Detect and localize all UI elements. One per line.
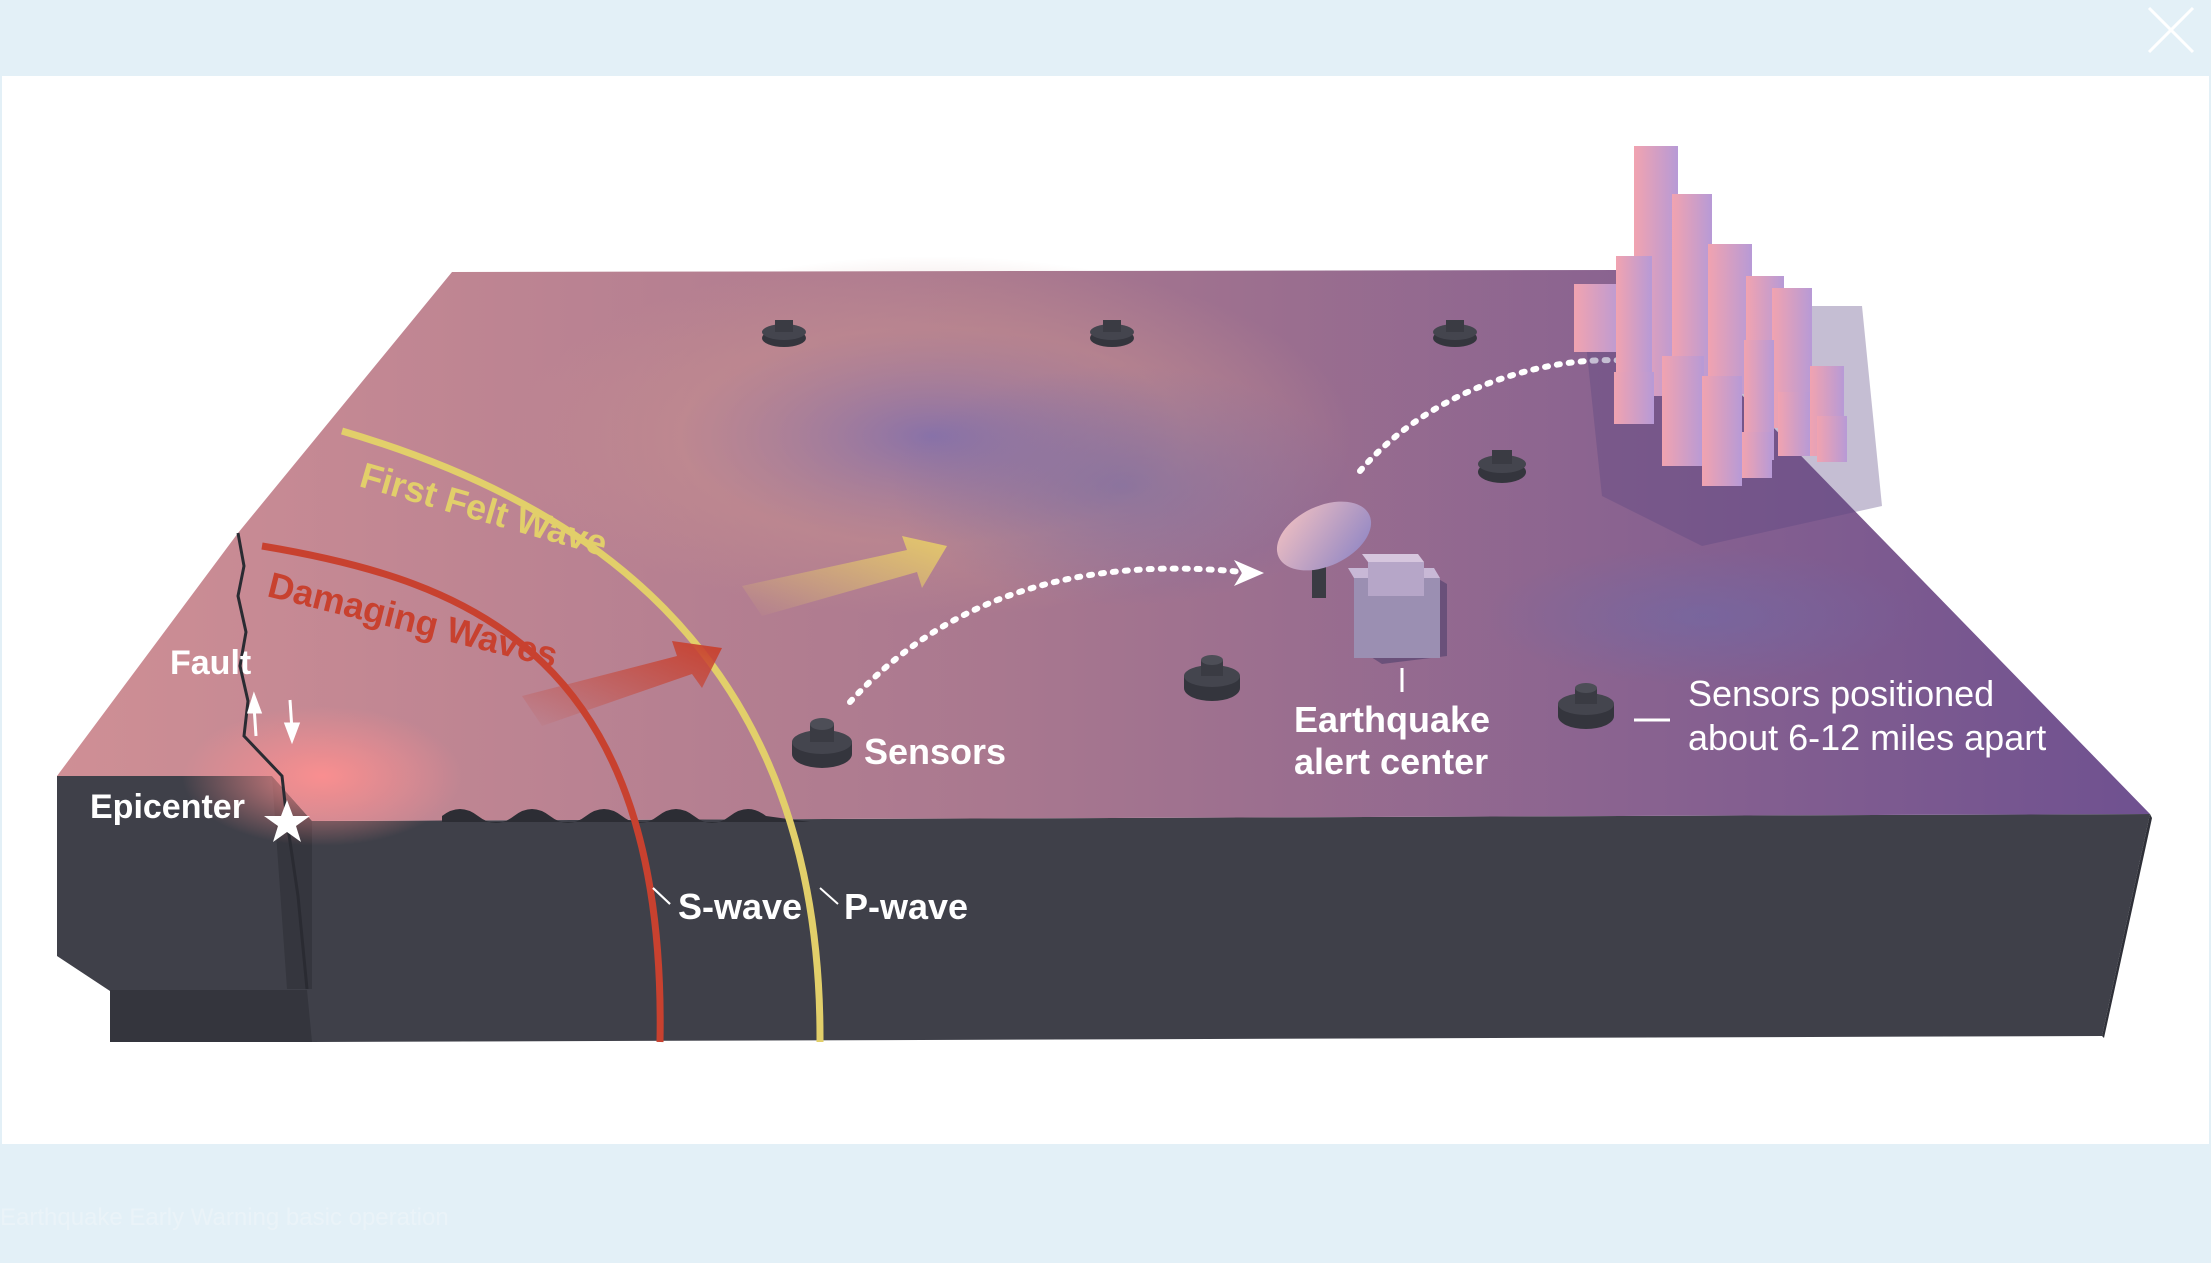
p-wave-label: P-wave (844, 886, 968, 927)
s-wave-label: S-wave (678, 886, 802, 927)
diagram-image: Fault Epicenter First Felt Wave Damaging… (2, 76, 2209, 1144)
sensor-icon (1433, 320, 1477, 347)
earthquake-warning-diagram: Fault Epicenter First Felt Wave Damaging… (57, 146, 2152, 1043)
building-icon (1348, 554, 1447, 664)
star-icon (264, 800, 310, 842)
image-caption: Earthquake Early Warning basic operation (0, 1204, 449, 1231)
caption-bar: Earthquake Early Warning basic operation (0, 1144, 2211, 1263)
alert-center-label-line2: alert center (1294, 741, 1488, 782)
sensor-icon (1184, 655, 1240, 701)
fault-line (236, 532, 309, 990)
viewer-top-bar (0, 0, 2211, 76)
first-felt-wave-arc (341, 427, 824, 1043)
sensor-spacing-label-line1: Sensors positioned (1688, 673, 1994, 714)
ground-block (57, 776, 2152, 1042)
sensor-icon (1558, 683, 1614, 729)
close-button[interactable] (2143, 2, 2199, 58)
data-transmit-arc (847, 565, 1255, 705)
fault-label: Fault (170, 644, 251, 682)
damaging-wave-arrow (522, 641, 722, 726)
city-buildings (1574, 146, 1882, 546)
satellite-dish-icon (1276, 501, 1372, 598)
sensor-spacing-label-line2: about 6-12 miles apart (1688, 717, 2046, 758)
sensor-icon (1478, 450, 1526, 483)
sensor-icon (762, 320, 806, 347)
damaging-wave-arc (261, 542, 664, 1043)
sensors-label: Sensors (864, 731, 1006, 772)
first-wave-arrow (742, 536, 947, 616)
wave-ripples (442, 809, 810, 823)
fault-motion-arrows (246, 691, 301, 745)
epicenter-label: Epicenter (90, 788, 245, 826)
close-icon (2147, 6, 2195, 54)
alert-center-label-line1: Earthquake (1294, 699, 1490, 740)
sensor-icon (1090, 320, 1134, 347)
sensor-icon (792, 718, 852, 768)
